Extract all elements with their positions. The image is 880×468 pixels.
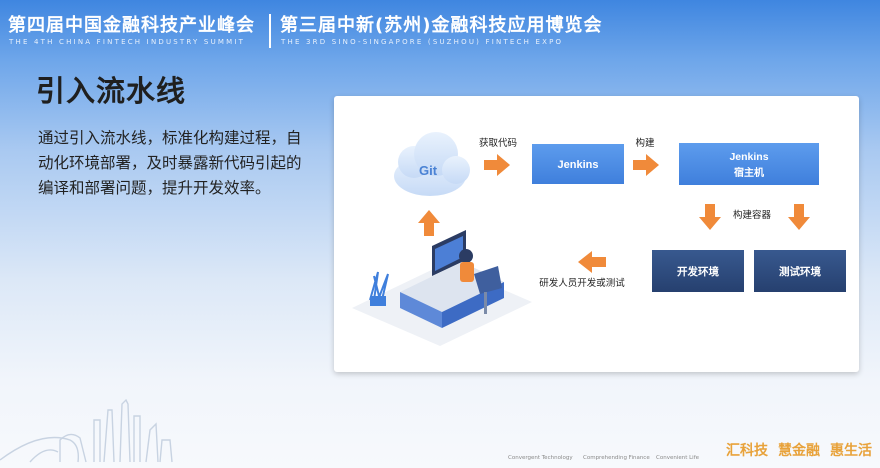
jenkins-label: Jenkins [558,159,599,171]
arrow-down-icon [699,204,721,230]
tagline-1: Convergent Technology [508,455,573,461]
pipeline-diagram: Git 获取代码 Jenkins 构建 Jenkins 宿主机 构建容器 开发环… [352,132,846,346]
banner-divider [269,14,271,48]
banner-left-subtitle: THE 4TH CHINA FINTECH INDUSTRY SUMMIT [9,38,246,46]
tagline-2: Comprehending Finance [583,455,650,461]
dev-env-label: 开发环境 [677,265,719,278]
slide-heading: 引入流水线 [36,74,187,108]
build-container-label: 构建容器 [733,209,772,221]
dev-env-box [652,250,744,292]
banner-right-subtitle: THE 3RD SINO-SINGAPORE (SUZHOU) FINTECH … [281,38,564,46]
host-label-line2: 宿主机 [734,166,764,179]
banner-left-title: 第四届中国金融科技产业峰会 [8,15,255,36]
pipeline-diagram-card: Git 获取代码 Jenkins 构建 Jenkins 宿主机 构建容器 开发环… [334,96,859,372]
fetch-code-label: 获取代码 [479,138,517,149]
jenkins-host-box [679,143,819,185]
git-cloud-icon [394,132,470,196]
arrow-left-icon [578,251,606,273]
test-env-box [754,250,846,292]
build-label: 构建 [635,137,655,149]
arrow-down-icon [788,204,810,230]
slide-description: 通过引入流水线，标准化构建过程，自动化环境部署，及时暴露新代码引起的编译和部署问… [38,129,302,197]
event-banner: 第四届中国金融科技产业峰会 THE 4TH CHINA FINTECH INDU… [0,0,880,56]
developer-workstation-illustration [352,230,532,346]
tagline-3: Convenient Life [656,455,700,461]
brand-finance: 慧金融 [778,443,820,459]
dev-test-label: 研发人员开发或测试 [539,277,625,289]
host-label-line1: Jenkins [729,151,768,163]
arrow-right-icon [633,154,659,176]
test-env-label: 测试环境 [779,265,821,278]
git-label: Git [419,163,438,178]
arrow-right-icon [484,154,510,176]
brand-life: 惠生活 [830,443,872,459]
banner-right-title: 第三届中新(苏州)金融科技应用博览会 [280,15,603,36]
arrow-up-icon [418,210,440,236]
jenkins-box [532,144,624,184]
brand-tech: 汇科技 [726,443,768,459]
